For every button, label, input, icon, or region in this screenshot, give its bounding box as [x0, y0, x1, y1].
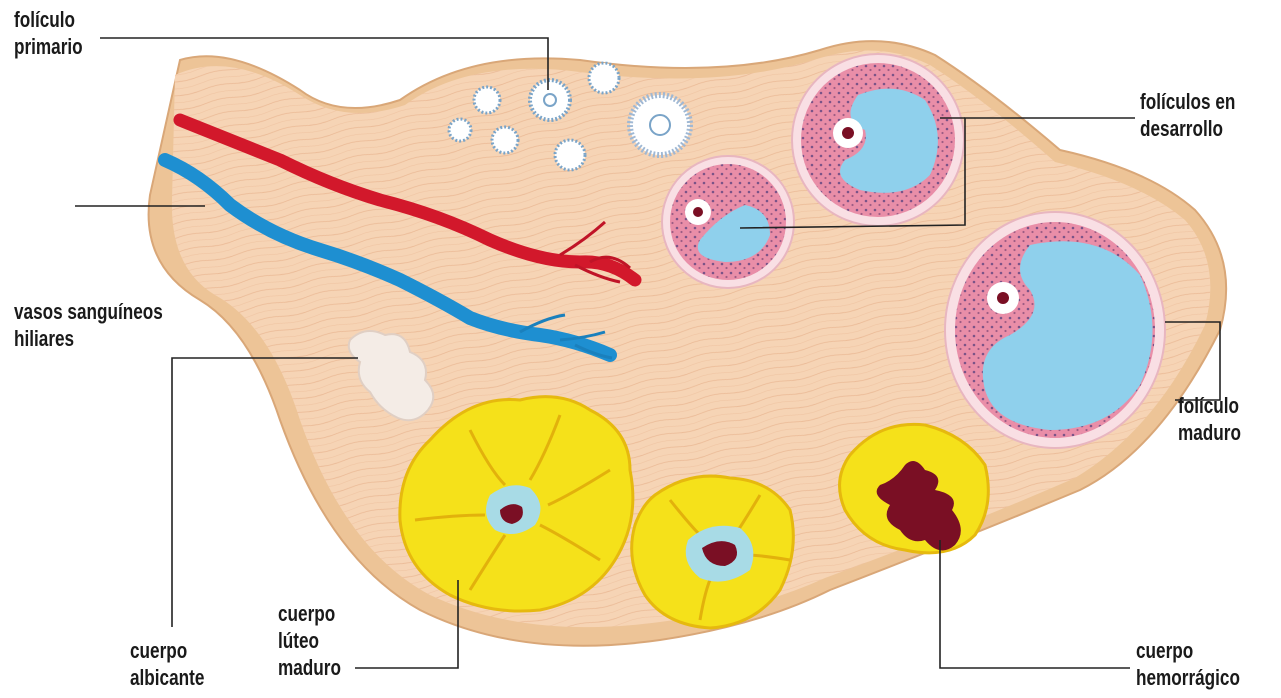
label-primary-follicle: folículo primario — [14, 6, 83, 60]
label-corpus-albicans: cuerpo albicante — [130, 637, 204, 691]
developing-follicle-large — [792, 54, 964, 226]
mature-follicle — [945, 212, 1165, 448]
label-developing-follicles: folículos en desarrollo — [1140, 88, 1235, 142]
label-mature-follicle: folículo maduro — [1178, 392, 1241, 446]
label-hilar-vessels: vasos sanguíneos hiliares — [14, 298, 163, 352]
label-corpus-hemorrhagicum: cuerpo hemorrágico — [1136, 637, 1240, 691]
developing-follicle-small — [662, 156, 794, 288]
label-mature-corpus-luteum: cuerpo lúteo maduro — [278, 600, 341, 681]
